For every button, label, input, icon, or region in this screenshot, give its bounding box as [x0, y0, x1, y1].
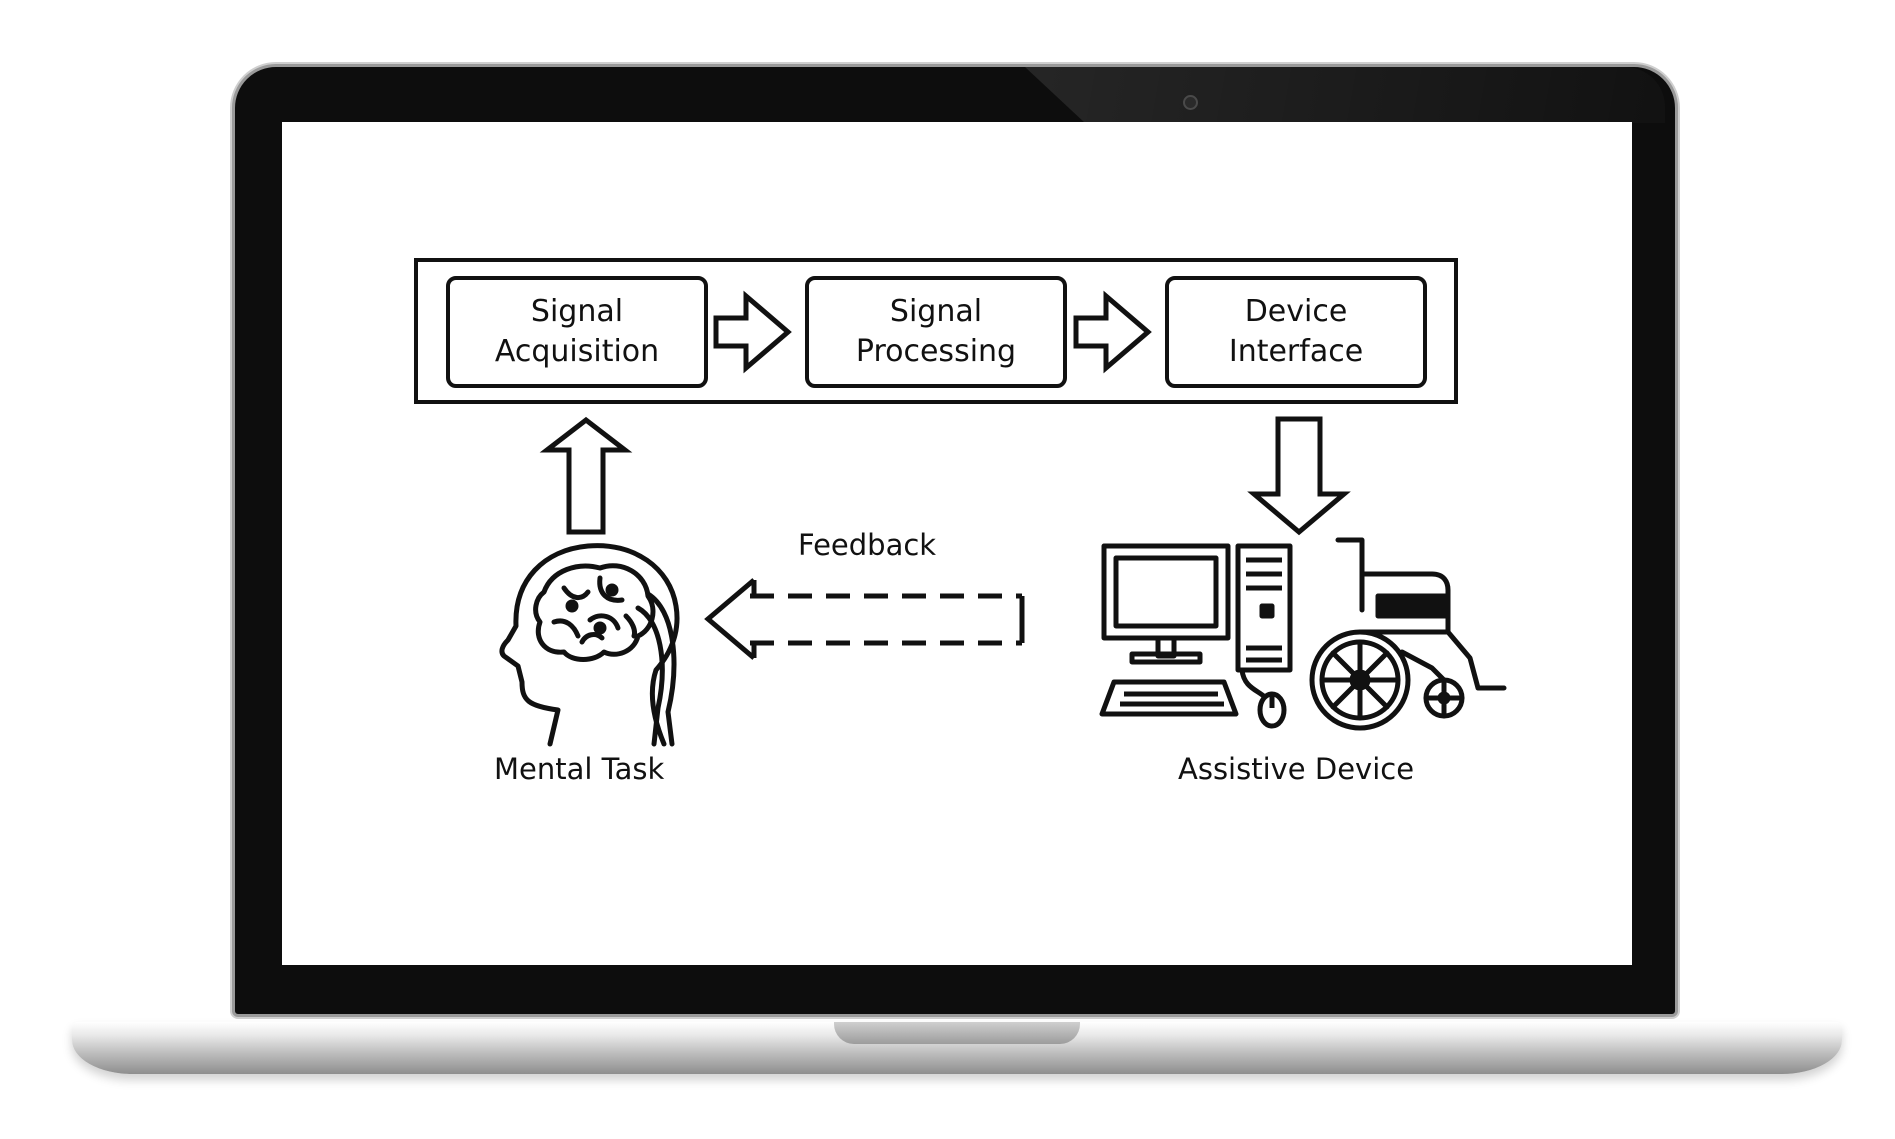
bezel-reflection: [1025, 67, 1665, 123]
feedback-label: Feedback: [798, 528, 936, 562]
webcam-icon: [1183, 95, 1198, 110]
assistive-device-label: Assistive Device: [1178, 752, 1414, 786]
desktop-computer-icon: [1102, 546, 1290, 726]
mental-task-label: Mental Task: [494, 752, 664, 786]
arrow-right-icon: [716, 296, 788, 368]
diagram-graphics: [282, 122, 1632, 965]
laptop-opening-notch: [834, 1022, 1080, 1044]
arrow-down-icon: [1254, 419, 1344, 532]
head-with-brain-icon: [502, 546, 677, 744]
feedback-arrow-icon: [708, 580, 1022, 658]
arrow-right-icon: [1076, 296, 1148, 368]
arrow-up-icon: [547, 420, 625, 532]
wheelchair-icon: [1312, 540, 1504, 728]
laptop-screen: Signal Acquisition Signal Processing Dev…: [282, 122, 1632, 965]
